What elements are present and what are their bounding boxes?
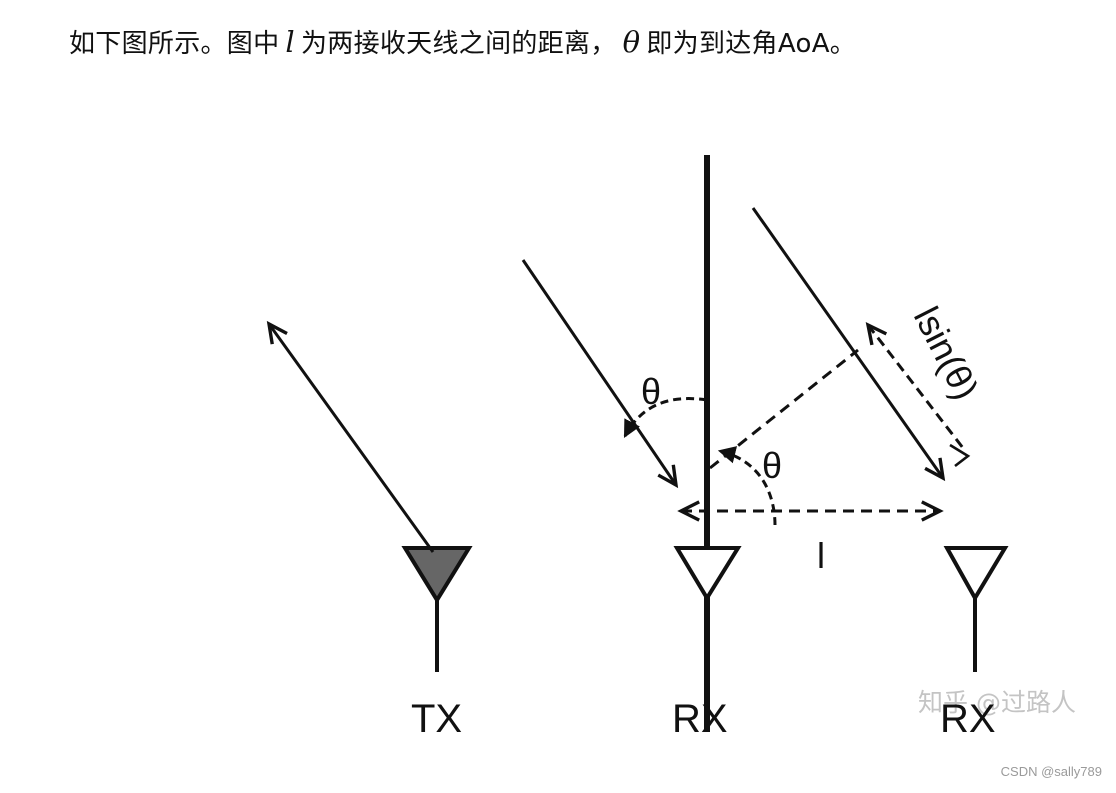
- intro-part-3: 即为到达角AoA。: [646, 29, 857, 59]
- wavefront-dashed: [709, 348, 859, 470]
- intro-part-2: 为两接收天线之间的距离，: [300, 29, 617, 59]
- watermark: 知乎 @过路人: [918, 688, 1076, 717]
- theta-arc-upper: [623, 397, 708, 438]
- path-difference-arrow: [865, 322, 965, 449]
- spacing-label: l: [817, 535, 825, 576]
- path-difference-tick: [949, 443, 971, 468]
- theta-label-lower: θ: [762, 445, 782, 486]
- rx1-label: RX: [672, 697, 728, 741]
- incoming-wave-rx1: [521, 259, 679, 489]
- incoming-wave-rx2: [751, 207, 946, 482]
- tx-triangle: [401, 546, 473, 604]
- intro-part-1: 如下图所示。图中: [69, 29, 280, 59]
- rx2-triangle: [943, 546, 1009, 602]
- rx2-antenna: [943, 546, 1009, 672]
- rx1-antenna: [673, 155, 742, 732]
- variable-theta: θ: [622, 25, 641, 59]
- theta-label-upper: θ: [641, 371, 661, 412]
- tx-antenna: [401, 546, 473, 672]
- rx1-triangle: [673, 546, 742, 602]
- transmitted-wave-arrow: [266, 320, 435, 553]
- variable-l: l: [285, 25, 295, 59]
- tx-label: TX: [411, 697, 462, 741]
- rx2-label: RX: [940, 697, 996, 741]
- csdn-credit: CSDN @sally789: [1000, 764, 1102, 779]
- theta-arc-lower: [717, 446, 777, 526]
